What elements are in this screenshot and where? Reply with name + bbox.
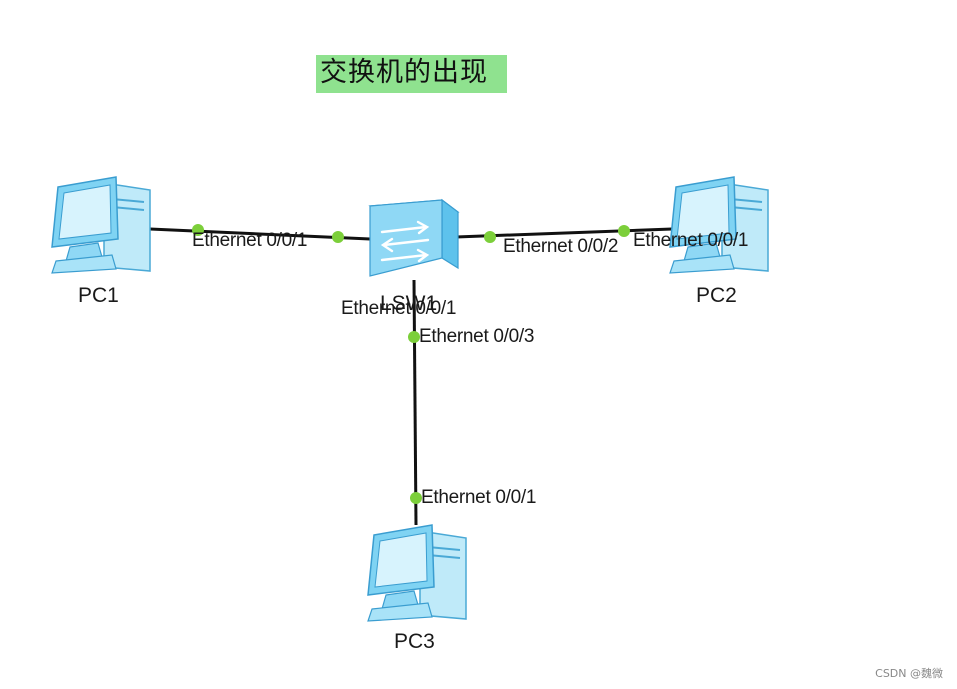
pc-icon — [669, 176, 769, 274]
watermark: CSDN @魏微 — [875, 667, 943, 680]
port-dot-sw-pc2 — [484, 231, 496, 243]
port-label-pc3: Ethernet 0/0/1 — [421, 487, 537, 508]
port-label-pc2: Ethernet 0/0/1 — [633, 230, 749, 251]
pc2-label: PC2 — [696, 284, 737, 307]
port-label-pc1: Ethernet 0/0/1 — [192, 230, 308, 251]
port-label-sw-pc1: Ethernet 0/0/1 — [341, 298, 457, 319]
port-label-sw-pc2: Ethernet 0/0/2 — [503, 236, 619, 257]
port-dot-sw-pc3 — [408, 331, 420, 343]
port-dot-sw-pc1 — [332, 231, 344, 243]
port-dot-pc3 — [410, 492, 422, 504]
port-dot-pc2 — [618, 225, 630, 237]
pc3-device[interactable] — [362, 523, 472, 623]
port-label-sw-pc3: Ethernet 0/0/3 — [419, 326, 535, 347]
pc1-label: PC1 — [78, 284, 119, 307]
pc2-device[interactable] — [664, 175, 774, 275]
title-highlight — [316, 55, 507, 93]
switch-icon — [368, 198, 460, 277]
switch-lsw1-device[interactable] — [364, 196, 460, 282]
port-dot-pc1 — [192, 224, 204, 236]
pc-icon — [51, 176, 151, 274]
topology-title[interactable]: 交换机的出现 — [320, 57, 488, 88]
link-switch-pc3 — [412, 279, 418, 526]
pc3-label: PC3 — [394, 630, 435, 653]
switch-lsw1-label: LSW1 — [380, 292, 438, 315]
pc1-device[interactable] — [46, 175, 156, 275]
pc-icon — [367, 524, 467, 622]
